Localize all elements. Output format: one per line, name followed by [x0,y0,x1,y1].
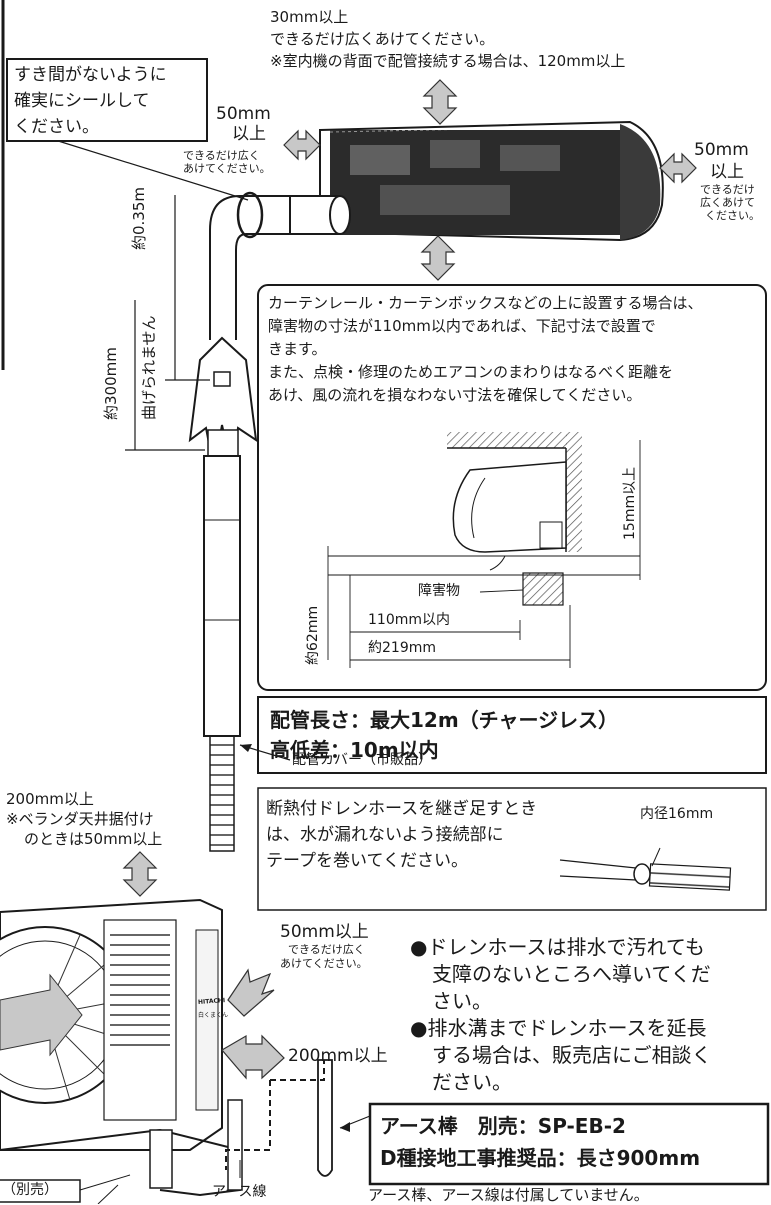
outdoor-veranda-note2: のときは50mm以上 [24,830,163,848]
top-clearance-rear-note: ※室内機の背面で配管接続する場合は、120mm以上 [270,52,626,70]
outdoor-side-note2: あけてください。 [280,957,368,970]
drain-text: 断熱付ドレンホースを継ぎ足すとき は、水が漏れないよう接続部に テープを巻いてく… [266,796,537,874]
earth-not-included-note: アース棒、アース線は付属していません。 [368,1186,649,1204]
indoor-left-gap-note2: あけてください。 [183,162,271,175]
pipe-300-label: 約300mm [102,347,120,420]
outdoor-veranda-note: ※ベランダ天井据付け [6,810,154,828]
outdoor-rear-clearance-arrow [221,1034,285,1080]
indoor-right-gap-note3: ください。 [705,209,760,222]
sold-separately-label: （別売） [2,1182,58,1198]
sold-separately-frame [0,1174,131,1204]
indoor-left-gap-suffix: 以上 [232,124,266,144]
indoor-right-clearance-arrow [659,152,697,184]
seal-instruction-box: すき間がないように 確実にシールして ください。 [6,58,208,142]
seal-line-2: 確実にシールして [14,91,150,111]
pipe-length-spec: 配管長さ：最大12m（チャージレス） [270,708,619,732]
seal-leader-line [54,139,249,201]
outdoor-top-clearance-arrow [122,851,158,897]
refrigerant-pipe [188,191,351,852]
curtain-text: カーテンレール・カーテンボックスなどの上に設置する場合は、 障害物の寸法が110… [268,292,703,407]
pipe-dimension-lines [125,195,210,451]
no-bend-label: 曲げられません [140,315,158,420]
curtain-line-5: あけ、風の流れを損なわない寸法を確保してください。 [268,386,642,404]
bullet1-line2: 支障のないところへ導いてくだ [432,962,711,986]
top-clearance-value: 30mm以上 [270,8,349,26]
seal-line-1: すき間がないように [14,65,167,85]
curtain-line-3: きます。 [268,340,327,358]
dim-219mm-label: 約219mm [368,640,436,656]
bullet2-line3: ださい。 [432,1070,512,1094]
outdoor-rear-clearance: 200mm以上 [288,1046,388,1066]
outdoor-top-clearance: 200mm以上 [6,790,94,808]
indoor-right-gap-note1: できるだけ [700,183,755,196]
curtain-line-1: カーテンレール・カーテンボックスなどの上に設置する場合は、 [268,294,703,312]
seal-line-3: ください。 [14,117,99,137]
outdoor-side-note1: できるだけ広く [288,943,365,956]
height-diff-spec: 高低差：10m以内 [270,738,439,762]
dim-110mm-label: 110mm以内 [368,612,450,628]
indoor-bottom-clearance-arrow [420,235,456,281]
indoor-right-gap-suffix: 以上 [710,162,744,182]
bullet2-line2: する場合は、販売店にご相談く [432,1043,712,1067]
indoor-left-gap-value: 50mm [216,104,271,124]
inner-diameter-label: 内径16mm [640,806,714,822]
earth-box-frame [368,1102,770,1186]
top-clearance-note: できるだけ広くあけてください。 [270,30,495,48]
brand-model: 白くまくん [198,1012,229,1019]
dim-62mm-label: 約62mm [305,605,321,665]
earth-wire-label: アース線 [212,1184,267,1200]
obstacle-label: 障害物 [418,583,460,599]
earth-rod-recommended: D種接地工事推奨品：長さ900mm [380,1146,701,1170]
bullet1-line3: さい。 [432,989,492,1013]
outdoor-side-clearance-arrow [227,968,275,1017]
top-clearance-arrow [422,79,458,125]
indoor-right-gap-note2: 広くあけて [700,196,755,209]
curtain-line-4: また、点検・修理のためエアコンのまわりはなるべく距離を [268,363,674,381]
dim-15mm-label: 15mm以上 [622,466,638,540]
curtain-line-2: 障害物の寸法が110mm以内であれば、下記寸法で設置で [268,317,656,335]
outdoor-unit [0,898,243,1197]
pipe-length-label: 約0.35m [130,186,148,250]
pipe-spec-frame [257,696,767,774]
earth-rod-spec: アース棒 別売：SP-EB-2 [380,1114,626,1138]
outdoor-side-clearance: 50mm以上 [280,922,369,942]
bullet2-line1: ●排水溝までドレンホースを延長 [410,1016,707,1040]
pipe-cover-label: 配管カバー（市販品） [292,752,432,768]
drain-line-1: 断熱付ドレンホースを継ぎ足すとき [266,799,538,819]
indoor-right-gap-value: 50mm [694,140,749,160]
indoor-left-gap-note1: できるだけ広く [183,149,260,162]
pipe-cover-leader [239,744,291,761]
drain-box-frame [257,787,767,911]
drain-line-2: は、水が漏れないよう接続部に [266,825,504,845]
drain-bullets: ●ドレンホースは排水で汚れても 支障のないところへ導いてくだ さい。 ●排水溝ま… [410,934,712,1096]
indoor-left-clearance-arrow [283,129,321,161]
earth-rod [225,1059,371,1178]
indoor-unit [319,120,664,242]
curtain-diagram [327,432,641,668]
bullet1-line1: ●ドレンホースは排水で汚れても [410,935,705,959]
drain-line-3: テープを巻いてください。 [266,851,468,871]
